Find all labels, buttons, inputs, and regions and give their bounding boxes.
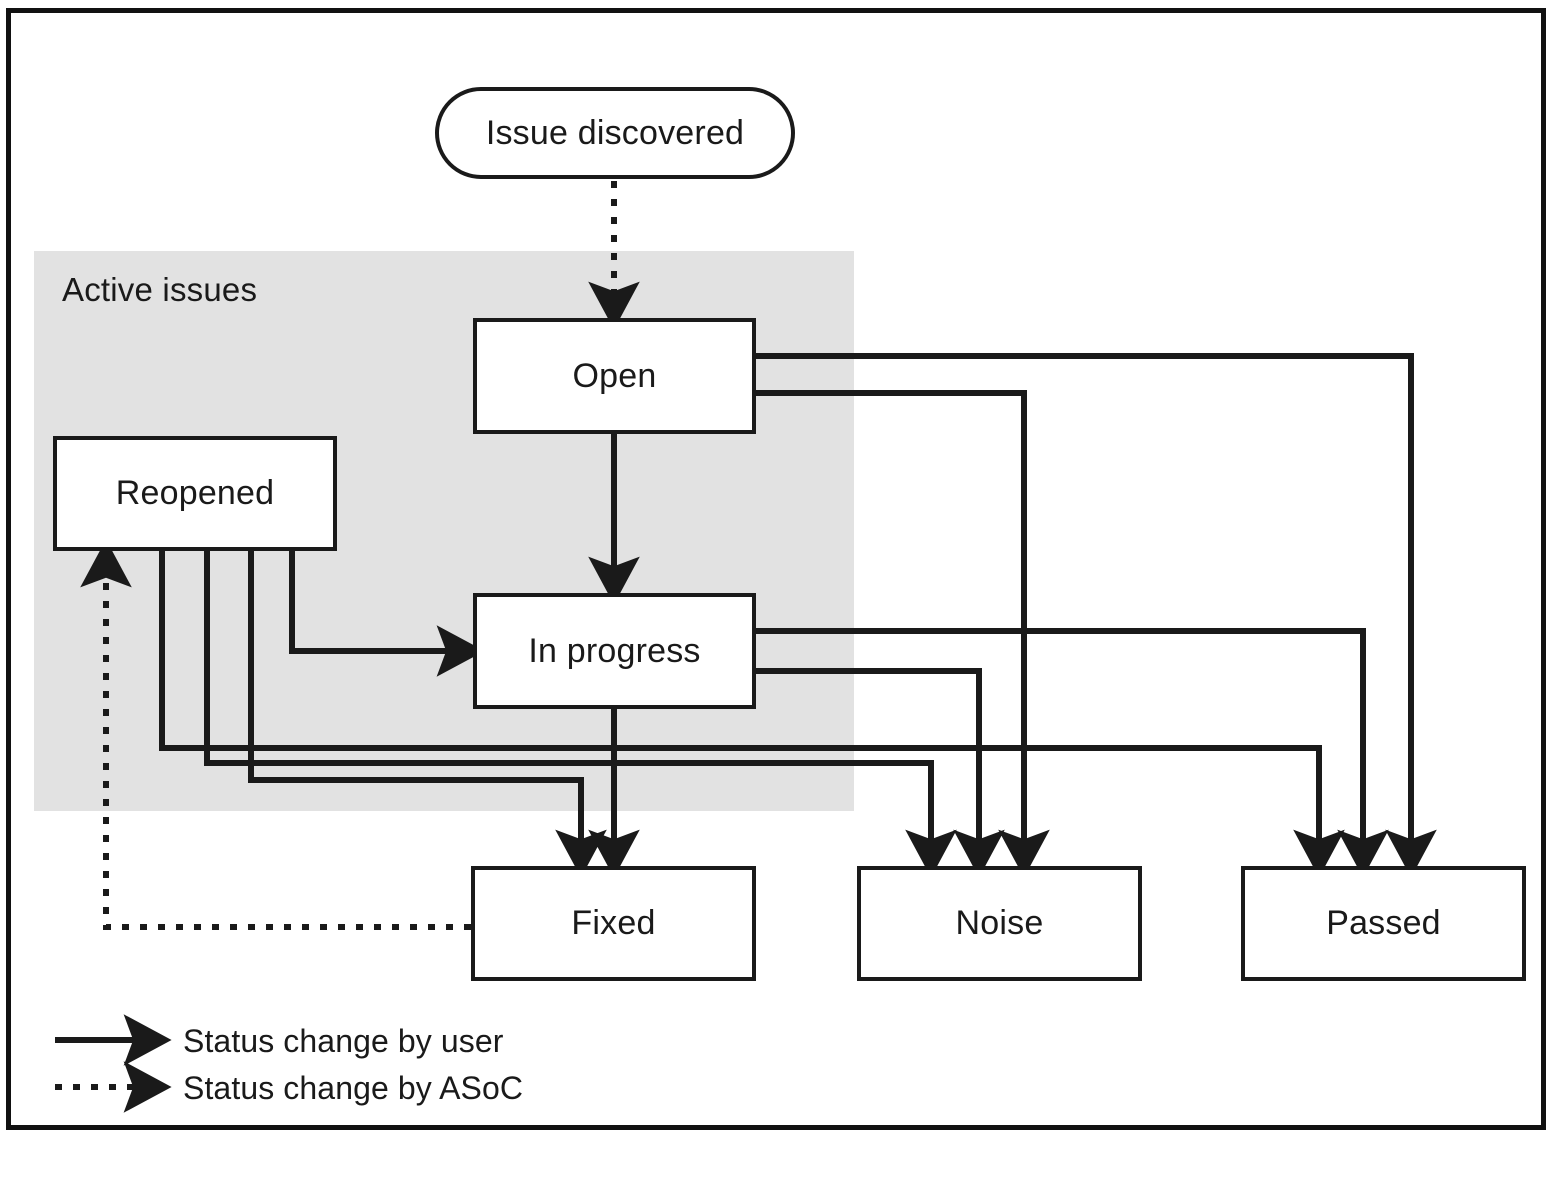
node-in-progress[interactable]: In progress [473,593,756,709]
node-open[interactable]: Open [473,318,756,434]
node-noise[interactable]: Noise [857,866,1142,981]
node-passed-label: Passed [1326,904,1441,942]
node-in-progress-label: In progress [528,631,701,670]
node-open-label: Open [572,356,657,395]
node-passed[interactable]: Passed [1241,866,1526,981]
node-issue-discovered-label: Issue discovered [485,113,745,152]
edge-open-to-passed [756,353,1437,878]
legend-label-user: Status change by user [183,1023,504,1059]
node-noise-label: Noise [955,904,1044,942]
node-fixed[interactable]: Fixed [471,866,756,981]
active-issues-label: Active issues [62,271,258,308]
diagram-frame: Active issues [6,8,1546,1130]
node-reopened[interactable]: Reopened [53,436,337,551]
legend-label-asoc: Status change by ASoC [183,1070,524,1106]
node-reopened-label: Reopened [115,474,275,512]
node-issue-discovered[interactable]: Issue discovered [435,87,795,179]
node-fixed-label: Fixed [571,904,656,942]
